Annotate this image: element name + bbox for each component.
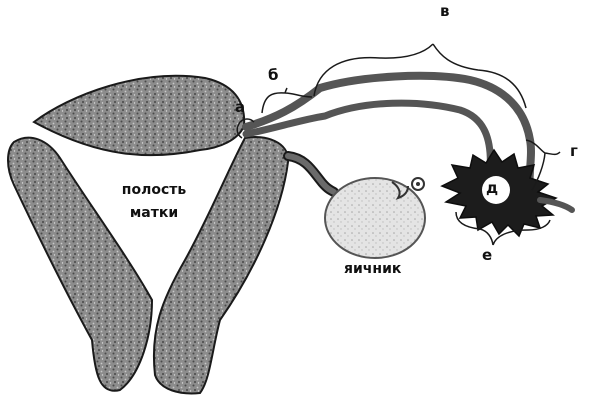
- uterine-wall-right: [152, 136, 290, 395]
- label-v: в: [440, 2, 450, 20]
- ovary-label: яичник: [344, 261, 402, 277]
- label-g: г: [570, 142, 578, 160]
- ovary: [324, 177, 426, 259]
- brace-a: [236, 118, 255, 139]
- brace-g: [525, 139, 561, 191]
- uterine-cavity-label-line2: матки: [129, 205, 179, 221]
- uterine-fundus: [32, 74, 246, 157]
- fallopian-tube-upper-wall: [242, 71, 535, 194]
- tube-abdominal-opening: [482, 176, 510, 204]
- brace-e: [455, 211, 551, 246]
- label-e: е: [482, 246, 493, 264]
- fallopian-tube-lower-wall: [242, 99, 494, 174]
- brace-v: [313, 43, 527, 109]
- uterine-wall-left: [7, 136, 154, 392]
- brace-b: [261, 87, 313, 114]
- ovulation-site: [391, 181, 409, 200]
- label-a: а: [235, 98, 246, 116]
- label-d: д: [486, 179, 499, 197]
- label-b: б: [268, 66, 279, 84]
- uterine-cavity-label-line1: полость: [121, 182, 187, 198]
